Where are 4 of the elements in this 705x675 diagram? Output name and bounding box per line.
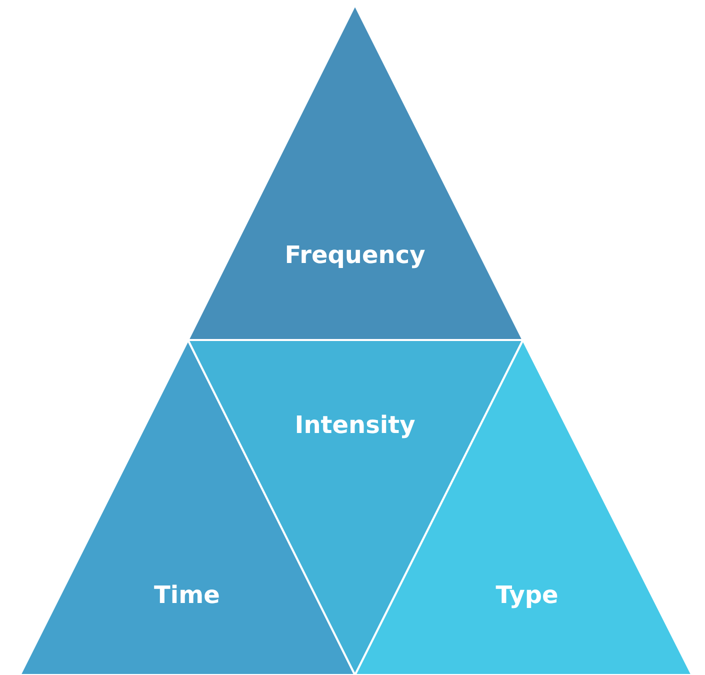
panel-label: Time xyxy=(154,581,220,609)
panel-label: Frequency xyxy=(284,241,426,269)
panel-label: Type xyxy=(496,581,558,609)
panel-label: Intensity xyxy=(294,411,416,439)
